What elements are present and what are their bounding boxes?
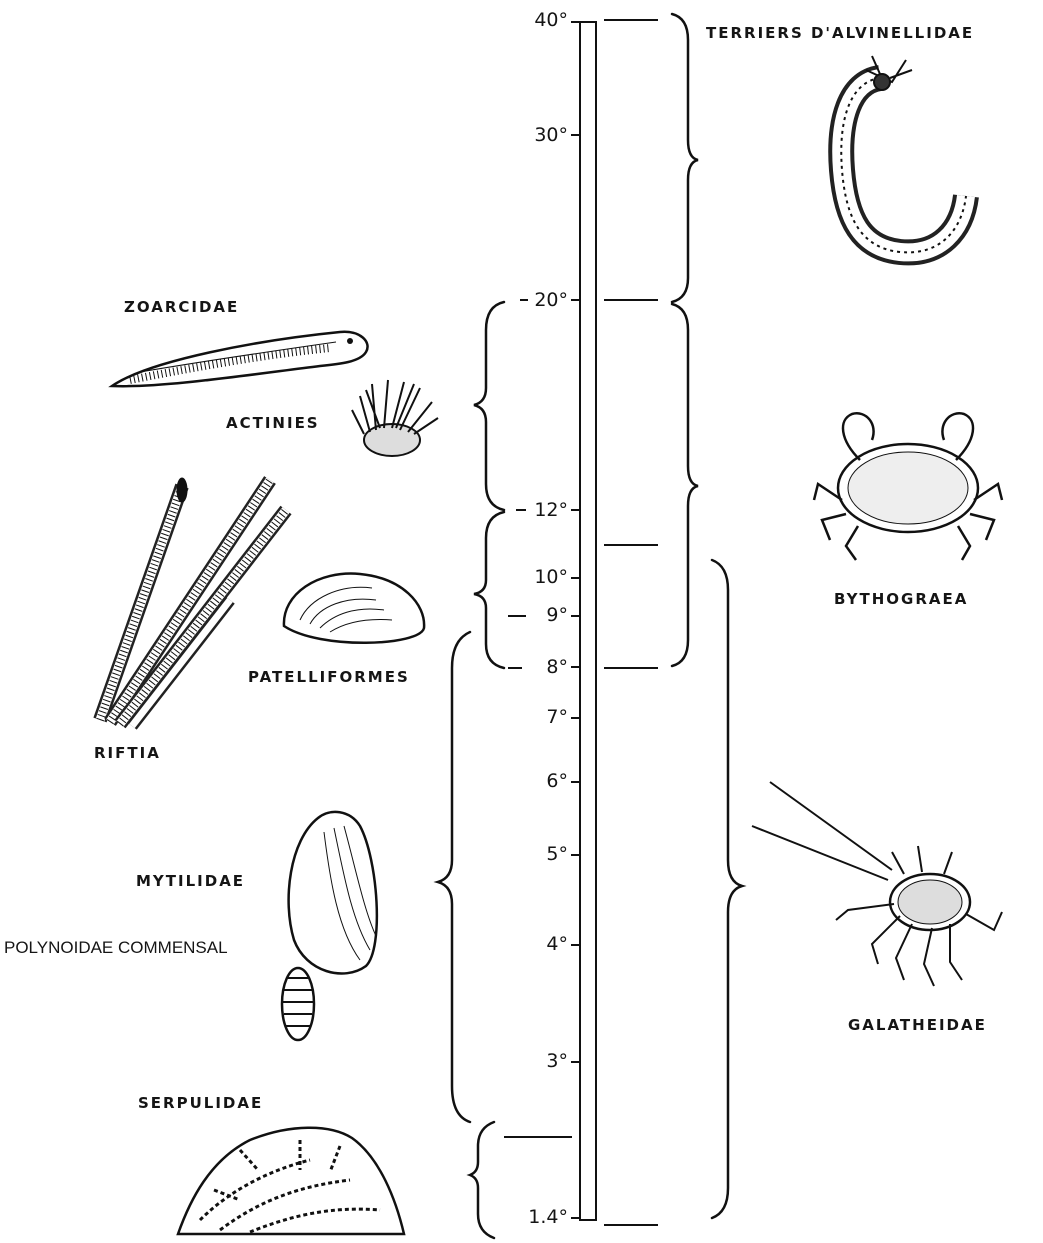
label-patelliformes: PATELLIFORMES	[248, 668, 410, 686]
scale-tick-marks	[571, 22, 580, 1218]
brace-serpulidae	[470, 1122, 494, 1238]
brace-alvinellid	[672, 14, 698, 302]
label-zoarcidae: ZOARCIDAE	[124, 298, 239, 316]
tick-label-40: 40°	[522, 9, 568, 31]
tick-label-1-4: 1.4°	[514, 1206, 568, 1228]
tick-label-9: 9°	[522, 604, 568, 626]
thermometer-column	[580, 22, 596, 1220]
brace-riftia	[474, 512, 504, 668]
tick-label-5: 5°	[522, 843, 568, 865]
label-mytilidae: MYTILIDAE	[136, 872, 245, 890]
riftia-tubeworm-drawing	[100, 478, 286, 726]
label-bythograea: BYTHOGRAEA	[834, 590, 968, 608]
label-actinies: ACTINIES	[226, 414, 320, 432]
tick-label-20: 20°	[522, 289, 568, 311]
tick-label-7: 7°	[522, 706, 568, 728]
label-riftia: RIFTIA	[94, 744, 161, 762]
tick-label-30: 30°	[522, 124, 568, 146]
limpet-shell-drawing	[284, 574, 424, 643]
sea-anemone-drawing	[352, 380, 438, 456]
crab-drawing	[814, 413, 1002, 560]
label-galatheidae: GALATHEIDAE	[848, 1016, 987, 1034]
tick-label-4: 4°	[522, 933, 568, 955]
label-polynoidae-commensal: POLYNOIDAE COMMENSAL	[4, 938, 228, 958]
alvinellid-worm-drawing	[841, 56, 966, 252]
brace-galatheidae	[712, 560, 742, 1218]
brace-bythograea	[672, 304, 698, 666]
polynoid-worm-drawing	[282, 968, 314, 1040]
tick-label-6: 6°	[522, 770, 568, 792]
brace-mytilidae	[438, 632, 470, 1122]
tick-label-12: 12°	[522, 499, 568, 521]
mussel-shell-drawing	[289, 812, 377, 974]
zoarcid-fish-drawing	[112, 332, 368, 386]
tick-label-3: 3°	[522, 1050, 568, 1072]
squat-lobster-drawing	[752, 782, 1002, 986]
label-serpulidae: SERPULIDAE	[138, 1094, 263, 1112]
brace-zoarcidae	[474, 302, 504, 510]
tick-label-8: 8°	[522, 656, 568, 678]
label-terriers-alvinellidae: TERRIERS D'ALVINELLIDAE	[706, 24, 974, 42]
serpulid-colony-drawing	[178, 1128, 404, 1234]
tick-label-10: 10°	[522, 566, 568, 588]
